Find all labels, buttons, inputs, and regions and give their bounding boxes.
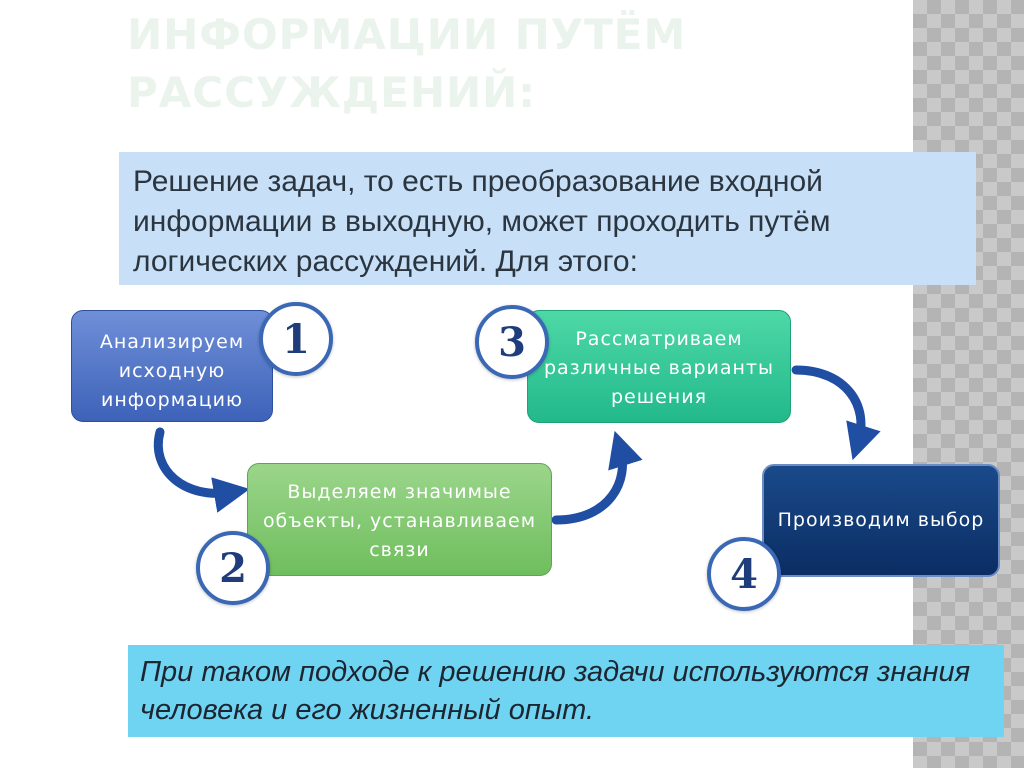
intro-text-box: Решение задач, то есть преобразование вх… [119,152,976,285]
step-2-text: Выделяем значимые объекты, устанавливаем… [262,481,537,561]
conclusion-text-box: При таком подходе к решению задачи испол… [128,645,1004,737]
step-3-text: Рассматриваем различные варианты решения [543,328,775,408]
arrow-2-to-3 [551,430,643,525]
step-4-box: Производим выбор [762,464,1000,577]
step-4-text: Производим выбор [777,509,985,531]
step-1-box: Анализируем исходную информацию [71,310,273,422]
step-number-3-badge: 3 [475,305,549,379]
step-3-box: Рассматриваем различные варианты решения [527,310,791,423]
decorative-side-pattern [913,0,1024,768]
step-2-box: Выделяем значимые объекты, устанавливаем… [247,463,552,576]
arrow-3-to-4 [791,365,881,461]
step-number-4-badge: 4 [707,537,781,611]
slide-title: ИНФОРМАЦИИ ПУТЁМ РАССУЖДЕНИЙ: [127,10,687,117]
step-1-text: Анализируем исходную информацию [99,330,245,411]
step-number-2-badge: 2 [196,531,270,605]
step-number-1-badge: 1 [259,302,333,376]
arrow-1-to-2 [153,427,250,513]
